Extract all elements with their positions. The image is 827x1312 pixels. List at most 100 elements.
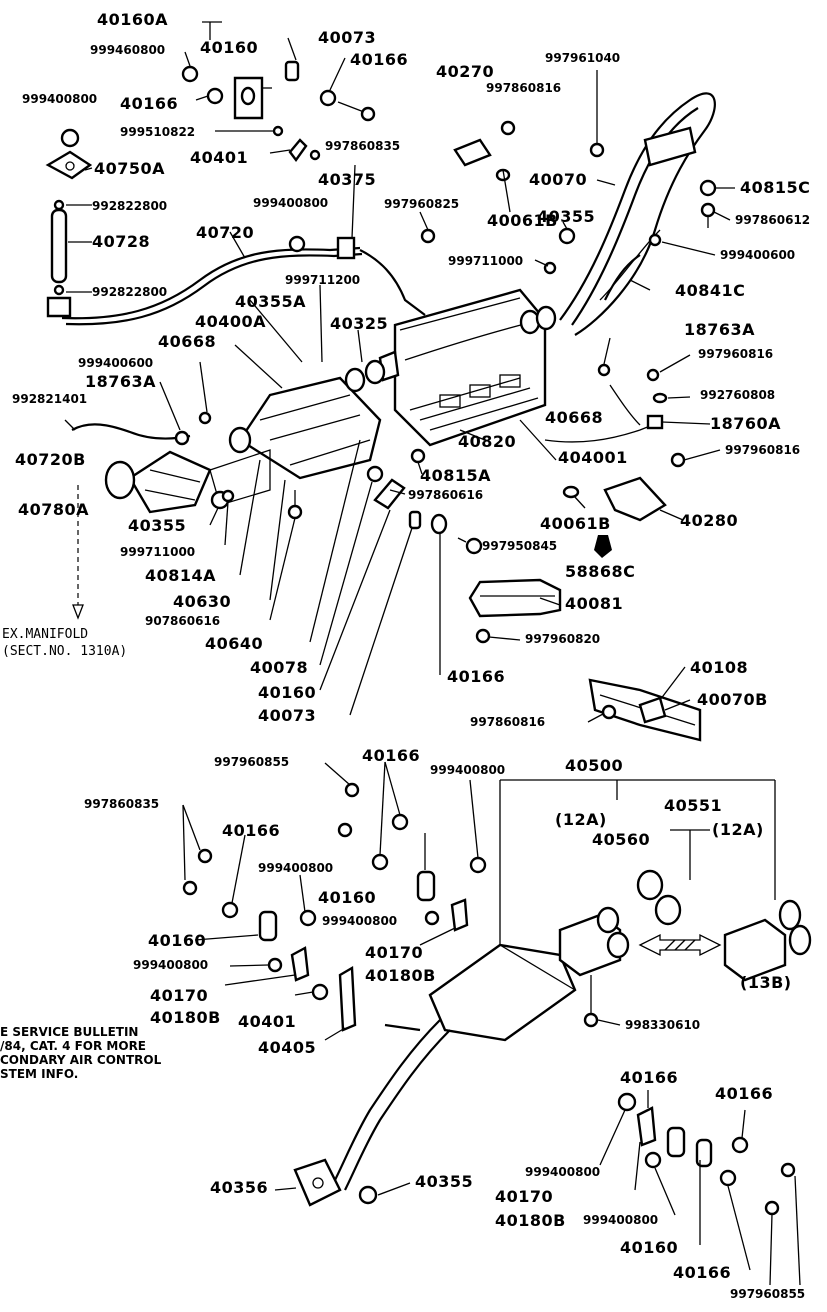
part-label-40166-g: 40166 bbox=[715, 1084, 774, 1103]
bracket-40170-c bbox=[636, 1106, 657, 1147]
pin-40073-mid bbox=[408, 510, 422, 530]
main-catalytic-converter-40820 bbox=[378, 288, 547, 447]
part-label-40160-c: 40160 bbox=[258, 683, 317, 702]
part-label-40815A: 40815A bbox=[420, 466, 492, 485]
flange-upper bbox=[643, 126, 697, 167]
part-label-40160A: 40160A bbox=[97, 10, 169, 29]
bolts-997860835-b bbox=[182, 848, 213, 896]
part-label-40355A: 40355A bbox=[235, 292, 307, 311]
nut-999400600 bbox=[648, 233, 662, 247]
part-label-40728: 40728 bbox=[92, 232, 151, 251]
exhaust-manifold-note: EX.MANIFOLD (SECT.NO. 1310A) bbox=[2, 627, 128, 659]
part-label-999400800-c: 999400800 bbox=[430, 763, 506, 777]
part-label-997860616: 997860616 bbox=[408, 488, 484, 502]
hanger-40078 bbox=[373, 478, 406, 510]
part-label-40780A: 40780A bbox=[18, 500, 90, 519]
part-label-12A-a: (12A) bbox=[555, 810, 607, 829]
grommet-40166-b bbox=[319, 89, 337, 107]
part-label-997860816-b: 997860816 bbox=[470, 715, 546, 729]
part-label-40160-d: 40160 bbox=[318, 888, 377, 907]
tail-pipe-13B bbox=[723, 899, 812, 982]
part-label-40720B: 40720B bbox=[15, 450, 86, 469]
part-label-40355-b: 40355 bbox=[128, 516, 187, 535]
hanger-40160-top bbox=[233, 76, 272, 120]
part-label-40170-c: 40170 bbox=[495, 1187, 554, 1206]
part-label-997960855-a: 997960855 bbox=[214, 755, 290, 769]
part-label-999711000-a: 999711000 bbox=[448, 254, 524, 268]
flange-40356 bbox=[293, 1158, 342, 1207]
part-label-40166-f: 40166 bbox=[620, 1068, 679, 1087]
hanger-40160-low-a bbox=[258, 910, 278, 942]
part-label-40750A: 40750A bbox=[94, 159, 166, 178]
part-label-999400800-g: 999400800 bbox=[525, 1165, 601, 1179]
nut-999400800-g bbox=[617, 1092, 637, 1112]
arrow-double bbox=[638, 933, 722, 957]
part-label-997860816-a: 997860816 bbox=[486, 81, 562, 95]
nut-40355-a bbox=[558, 227, 576, 245]
part-label-997860612: 997860612 bbox=[735, 213, 811, 227]
bracket-40170-low-a bbox=[290, 946, 310, 982]
bolt-907860616 bbox=[287, 490, 303, 520]
part-label-40401-top: 40401 bbox=[190, 148, 249, 167]
part-label-40180B-c: 40180B bbox=[495, 1211, 566, 1230]
part-label-997960855-b: 997960855 bbox=[730, 1287, 806, 1301]
part-label-40070: 40070 bbox=[529, 170, 588, 189]
part-label-997860835-b: 997860835 bbox=[84, 797, 160, 811]
part-label-40551: 40551 bbox=[664, 796, 723, 815]
part-label-40820: 40820 bbox=[458, 432, 517, 451]
part-label-40166-e: 40166 bbox=[222, 821, 281, 840]
part-label-40375: 40375 bbox=[318, 170, 377, 189]
part-label-12A-b: (12A) bbox=[712, 820, 764, 839]
part-label-40640: 40640 bbox=[205, 634, 264, 653]
nut-999460800 bbox=[181, 65, 199, 83]
part-label-40078: 40078 bbox=[250, 658, 309, 677]
part-label-40355-a: 40355 bbox=[537, 207, 596, 226]
part-label-40166-c: 40166 bbox=[447, 667, 506, 686]
nut-40815A bbox=[410, 448, 426, 464]
grommet-40401-low bbox=[311, 983, 329, 1001]
bolt-997950845 bbox=[457, 537, 483, 555]
part-label-40720: 40720 bbox=[196, 223, 255, 242]
fitting-40375 bbox=[336, 236, 356, 260]
part-label-40166-top: 40166 bbox=[350, 50, 409, 69]
part-label-18763A-a: 18763A bbox=[684, 320, 756, 339]
part-label-40160-top: 40160 bbox=[200, 38, 259, 57]
part-label-40630: 40630 bbox=[173, 592, 232, 611]
nut-40355-low bbox=[358, 1185, 378, 1205]
clip-58868C bbox=[594, 535, 612, 558]
part-label-907860616: 907860616 bbox=[145, 614, 221, 628]
part-label-40170-b: 40170 bbox=[150, 986, 209, 1005]
part-label-997960816-b: 997960816 bbox=[725, 443, 801, 457]
gaskets-front bbox=[228, 305, 557, 454]
part-label-40180B-a: 40180B bbox=[365, 966, 436, 985]
bolt-997960825 bbox=[420, 228, 436, 244]
part-label-18760A: 18760A bbox=[710, 414, 782, 433]
part-label-40325: 40325 bbox=[330, 314, 389, 333]
bracket-40070B bbox=[638, 696, 667, 724]
washer-992760808 bbox=[652, 392, 668, 404]
part-label-13B: (13B) bbox=[740, 973, 792, 992]
part-label-997950845: 997950845 bbox=[482, 539, 558, 553]
part-label-999400800-d: 999400800 bbox=[258, 861, 334, 875]
part-label-58868C: 58868C bbox=[565, 562, 636, 581]
grommet-40640 bbox=[366, 465, 384, 483]
tips-40551 bbox=[636, 829, 710, 926]
bolt-997961040 bbox=[589, 70, 605, 158]
air-tube-40720B bbox=[71, 423, 191, 446]
part-label-40160-e: 40160 bbox=[148, 931, 207, 950]
part-label-999400800-b: 999400800 bbox=[253, 196, 329, 210]
part-label-992760808: 992760808 bbox=[700, 388, 776, 402]
part-label-997960825: 997960825 bbox=[384, 197, 460, 211]
part-label-40401-b: 40401 bbox=[238, 1012, 297, 1031]
part-label-40166-h: 40166 bbox=[673, 1263, 732, 1282]
part-label-40061B-b: 40061B bbox=[540, 514, 611, 533]
part-label-997860835-a: 997860835 bbox=[325, 139, 401, 153]
bolt-998330610 bbox=[583, 975, 599, 1028]
part-label-40061B-a: 40061B bbox=[487, 211, 558, 230]
nut-40815C bbox=[699, 179, 717, 197]
part-label-40108: 40108 bbox=[690, 658, 749, 677]
bolt-997960816-b bbox=[670, 452, 686, 468]
part-label-40500: 40500 bbox=[565, 756, 624, 775]
nut-999400800-b bbox=[288, 235, 306, 253]
